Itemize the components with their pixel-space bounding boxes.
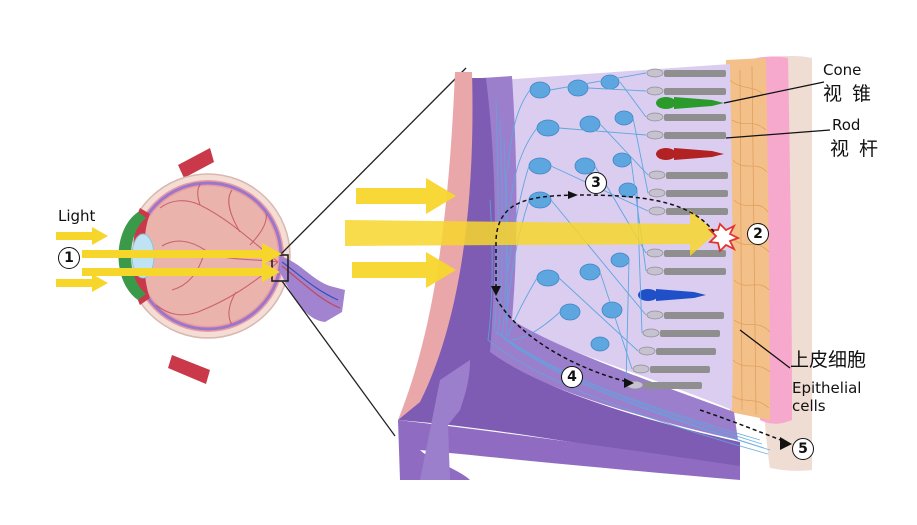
optic-nerve-vessel [281, 261, 339, 301]
zoom-line-top [279, 67, 467, 256]
cone-label-en: Cone [823, 61, 862, 79]
neurons [528, 74, 638, 352]
marker-1: 1 [58, 247, 80, 269]
marker-4: 4 [561, 366, 583, 388]
light-label: Light [58, 207, 96, 225]
section-vitreous [398, 72, 473, 420]
rods [644, 70, 728, 389]
epithelial-label-zh: 上皮细胞 [790, 349, 867, 371]
marker-2: 2 [747, 223, 769, 245]
cornea [118, 212, 146, 300]
rod-label-zh: 视 杆 [830, 138, 881, 160]
section-foot-stub [420, 360, 470, 480]
lower-eyelid [168, 355, 210, 384]
epithelial-label-en-1: Epithelial [792, 379, 862, 397]
incoming-light-arrows [56, 227, 282, 292]
signal-starburst [707, 222, 741, 253]
cone-red [656, 148, 724, 160]
rod-bodies [626, 68, 666, 390]
epithelial-leader-line [739, 329, 791, 369]
cone-leader-line [723, 81, 825, 104]
optic-nerve [280, 256, 345, 322]
eye [118, 148, 345, 384]
marker-5: 5 [792, 438, 814, 460]
inner-limiting-band [398, 78, 740, 470]
signal-path [495, 194, 787, 443]
section-light-arrows [345, 178, 716, 288]
signal-path-heads [491, 191, 792, 450]
zoom-line-bottom [281, 280, 396, 437]
cone-blue [638, 289, 706, 301]
upper-eyelid [178, 148, 214, 178]
marker-3: 3 [585, 172, 607, 194]
cone-green [656, 97, 724, 109]
retina-section [345, 55, 831, 480]
rod-label-en: Rod [832, 116, 861, 134]
nerve-fiber-layer [482, 76, 738, 440]
rod-leader-line [725, 129, 831, 139]
cone-label-zh: 视 锥 [823, 83, 874, 105]
section-foot [398, 420, 740, 480]
epithelial-texture [729, 65, 771, 415]
epithelial-label-en-2: cells [792, 397, 826, 415]
